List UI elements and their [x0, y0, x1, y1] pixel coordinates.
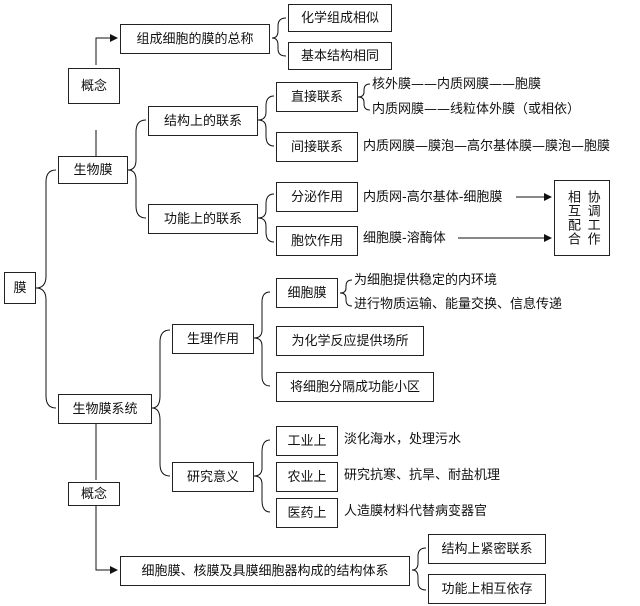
node-indirect: 间接联系	[276, 132, 358, 162]
text-cell-membrane-1: 为细胞提供稳定的内环境	[354, 273, 498, 288]
node-agriculture: 农业上	[276, 462, 338, 492]
brace-root	[35, 169, 57, 409]
node-research: 研究意义	[172, 462, 254, 492]
brace-membrane	[127, 119, 147, 219]
node-system-definition: 细胞膜、核膜及具膜细胞器构成的结构体系	[120, 556, 410, 586]
node-structural: 结构上的联系	[148, 106, 258, 136]
node-coordination: 协调工作 相互配合	[554, 180, 610, 256]
brace-functional	[257, 193, 275, 243]
node-cell-membrane: 细胞膜	[276, 278, 338, 308]
node-membrane-concept: 概念	[68, 68, 120, 104]
node-summary-point-1: 化学组成相似	[288, 4, 392, 32]
node-secretion: 分泌作用	[276, 182, 358, 212]
text-coordination-col1: 协调工作	[584, 190, 600, 246]
text-pinocytosis: 细胞膜-溶酶体	[363, 231, 446, 246]
text-cell-membrane-2: 进行物质运输、能量交换、信息传递	[354, 297, 563, 312]
node-membrane: 生物膜	[58, 156, 128, 184]
text-medicine: 人造膜材料代替病变器官	[344, 504, 488, 519]
text-coordination-col2: 相互配合	[565, 190, 580, 246]
node-definition-point-1: 结构上紧密联系	[428, 534, 546, 564]
node-root: 膜	[4, 272, 36, 304]
brace-cell-membrane	[339, 279, 353, 307]
brace-structural	[257, 95, 275, 147]
text-indirect: 内质网膜—膜泡—高尔基体膜—膜泡—胞膜	[363, 139, 611, 154]
node-medicine: 医药上	[276, 498, 338, 528]
node-system-concept: 概念	[68, 482, 120, 506]
text-industry: 淡化海水，处理污水	[344, 432, 462, 447]
node-summary-point-2: 基本结构相同	[288, 42, 392, 70]
text-direct-1: 核外膜——内质网膜——胞膜	[372, 77, 542, 92]
brace-definition	[411, 547, 427, 591]
node-membrane-summary: 组成细胞的膜的总称	[120, 24, 270, 54]
line-concept-down	[95, 505, 118, 574]
node-physiology: 生理作用	[172, 324, 254, 354]
node-pinocytosis: 胞饮作用	[276, 226, 358, 256]
node-industry: 工业上	[276, 426, 338, 456]
brace-system	[151, 329, 171, 477]
node-functional: 功能上的联系	[148, 204, 258, 234]
node-system: 生物膜系统	[58, 394, 152, 424]
brace-direct	[357, 83, 371, 111]
text-secretion: 内质网-高尔基体-细胞膜	[363, 190, 503, 205]
brace-research	[253, 439, 271, 513]
line-concept-up	[95, 34, 118, 65]
text-direct-2: 内质网膜——线粒体外膜（或相依）	[372, 102, 581, 117]
node-compartments: 将细胞分隔成功能小区	[276, 372, 434, 402]
node-reaction-site: 为化学反应提供场所	[276, 326, 424, 356]
brace-physiology	[253, 291, 271, 387]
brace-summary	[271, 17, 287, 57]
node-definition-point-2: 功能上相互依存	[428, 574, 546, 604]
node-direct: 直接联系	[276, 82, 358, 112]
text-agriculture: 研究抗寒、抗旱、耐盐机理	[344, 468, 501, 483]
